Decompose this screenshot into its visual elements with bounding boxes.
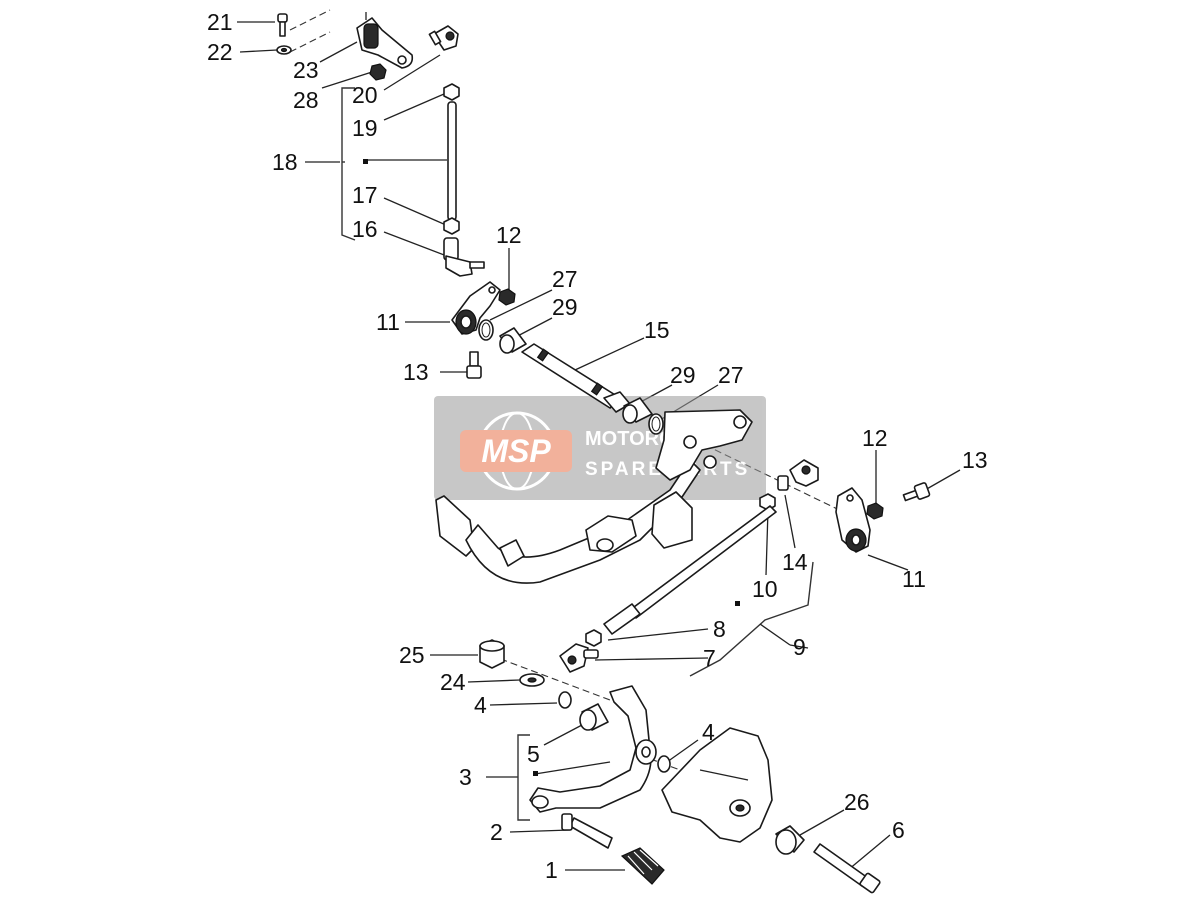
callout-21: 21 (207, 9, 233, 35)
part-26-spacer (775, 825, 805, 855)
callout-2: 2 (490, 819, 503, 845)
callout-24: 24 (440, 669, 466, 695)
callout-9: 9 (793, 634, 806, 660)
callout-14: 14 (782, 549, 808, 575)
frame-assembly (435, 409, 753, 584)
part-4-circlip-right (657, 755, 671, 773)
callout-labels: 21 22 23 28 20 19 18 17 16 12 27 29 11 1… (207, 9, 988, 883)
callout-5: 5 (527, 741, 540, 767)
callout-27-lower: 27 (718, 362, 744, 388)
part-16-ball-joint (443, 237, 485, 277)
part-2-pin (561, 813, 613, 849)
part-9-rod (603, 505, 777, 635)
part-23-upper-lever (356, 12, 414, 69)
part-10-nut (759, 493, 776, 511)
callout-12-right: 12 (862, 425, 888, 451)
part-5-bush (579, 703, 609, 731)
part-11-lever-upper (451, 281, 501, 335)
callout-29-upper: 29 (552, 294, 578, 320)
callout-1: 1 (545, 857, 558, 883)
part-24-washer (519, 673, 545, 687)
group-brackets (341, 87, 814, 821)
callout-11-right: 11 (902, 566, 926, 592)
callout-17: 17 (352, 182, 378, 208)
part-13-bolt-upper (466, 351, 482, 379)
part-12-nut-right (866, 502, 884, 520)
part-12-nut-upper (498, 288, 516, 306)
callout-26: 26 (844, 789, 870, 815)
callout-16: 16 (352, 216, 378, 242)
callout-28: 28 (293, 87, 319, 113)
callout-18: 18 (272, 149, 298, 175)
part-18-rod (447, 101, 457, 221)
callout-23: 23 (293, 57, 319, 83)
callout-11-upper: 11 (376, 309, 400, 335)
part-17-nut (443, 217, 460, 235)
callout-29-lower: 29 (670, 362, 696, 388)
part-22-washer (276, 45, 292, 55)
callout-13-upper: 13 (403, 359, 429, 385)
part-7-ball-joint (559, 643, 599, 673)
callout-8: 8 (713, 616, 726, 642)
part-27-circlip-lower (648, 413, 664, 435)
callout-3: 3 (459, 764, 472, 790)
part-21-screw (277, 13, 288, 37)
callout-12-upper: 12 (496, 222, 522, 248)
callout-27-upper: 27 (552, 266, 578, 292)
part-29-bush-lower (622, 397, 653, 424)
watermark-logo: MSP (481, 433, 551, 469)
part-14-ball-joint (777, 459, 819, 491)
part-19-nut (443, 83, 460, 101)
footrest-bracket (661, 727, 773, 843)
callout-19: 19 (352, 115, 378, 141)
part-1-pedal-rubber (620, 847, 665, 885)
callout-10: 10 (752, 576, 778, 602)
part-11-lever-right (835, 487, 871, 553)
callout-25: 25 (399, 642, 425, 668)
callout-15: 15 (644, 317, 670, 343)
part-4-circlip-left (558, 691, 572, 709)
part-8-nut (585, 629, 602, 647)
part-20-ball-joint (428, 25, 459, 51)
dot-markers (363, 159, 740, 776)
callout-22: 22 (207, 39, 233, 65)
callout-4-left: 4 (474, 692, 487, 718)
callout-7: 7 (703, 645, 716, 671)
callout-6: 6 (892, 817, 905, 843)
part-3-gear-pedal (529, 685, 657, 813)
part-27-circlip-upper (478, 319, 494, 341)
part-6-bolt (813, 843, 881, 894)
callout-20: 20 (352, 82, 378, 108)
part-29-bush-upper (499, 327, 527, 354)
callout-13-right: 13 (962, 447, 988, 473)
part-13-bolt-right (902, 482, 931, 502)
callout-4-right: 4 (702, 719, 715, 745)
part-28-nut (369, 63, 387, 81)
part-25-nut (479, 639, 505, 669)
part-15-shaft (521, 343, 631, 413)
